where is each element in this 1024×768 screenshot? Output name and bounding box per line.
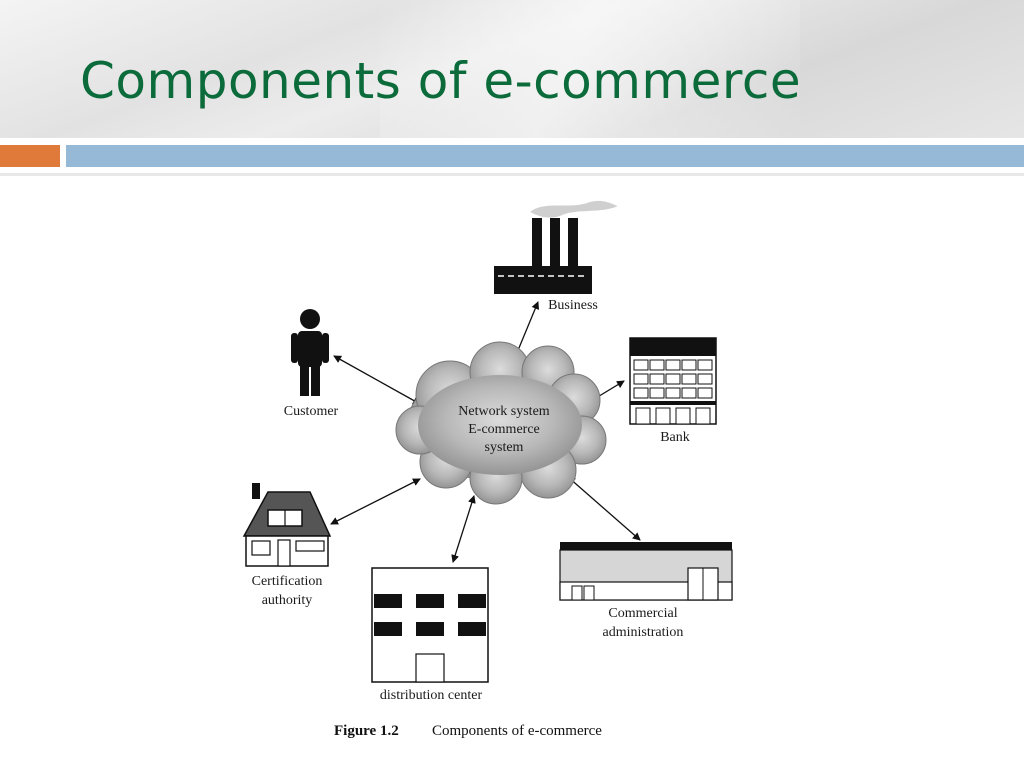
figure-caption-text: Components of e-commerce [432,723,602,739]
page-title: Components of e-commerce [80,52,802,110]
arrow-certification [330,478,421,525]
warehouse-icon [371,567,489,683]
figure-caption-number: Figure 1.2 [334,723,399,739]
customer-label: Customer [284,404,339,419]
commercial-label-line2: administration [603,625,684,640]
commercial-label-line1: Commercial [608,606,677,621]
header-divider [0,138,1024,141]
bank-building-icon [629,337,717,425]
header-background [0,0,1024,140]
cloud-label-line1: Network system [458,404,549,419]
cloud-label-line3: system [485,440,524,455]
arrow-customer [333,355,421,405]
accent-bar-blue [66,145,1024,167]
arrow-commercial [567,476,641,541]
store-building-icon [559,542,733,601]
distribution-label: distribution center [380,688,483,703]
bank-label: Bank [660,430,690,445]
network-cloud: Network system E-commerce system [395,341,607,505]
accent-bar-orange [0,145,60,167]
factory-icon [494,200,618,294]
certification-label-line1: Certification [252,574,323,589]
cloud-label-line2: E-commerce [468,422,540,437]
business-label: Business [548,298,598,313]
house-icon [242,483,332,567]
certification-label-line2: authority [262,593,313,608]
header-divider-lower [0,173,1024,176]
arrow-distribution [451,495,476,563]
person-icon [291,309,329,396]
